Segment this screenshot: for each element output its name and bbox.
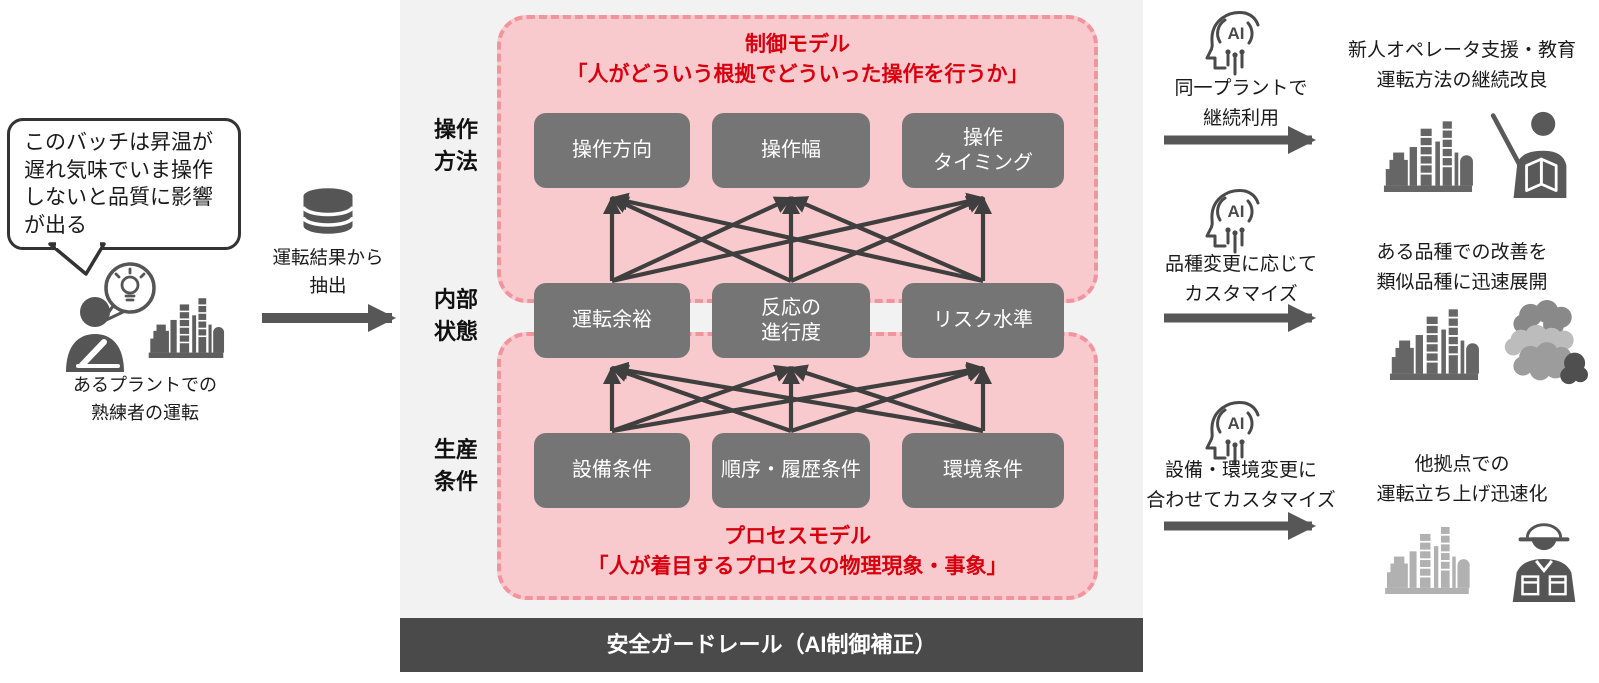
node-risk-level: リスク水準 (902, 283, 1064, 358)
expert-speech-bubble: このバッチは昇温が 遅れ気味でいま操作 しないと品質に影響 が出る (7, 118, 241, 250)
node-environment-conditions: 環境条件 (902, 433, 1064, 508)
process-model-title: プロセスモデル (724, 525, 871, 548)
helmet-icon (1525, 523, 1563, 538)
benefit-2-result: ある品種での改善を 類似品種に迅速展開 (1376, 242, 1548, 293)
node-operation-margin: 運転余裕 (534, 283, 690, 358)
source-caption: あるプラントでの 熟練者の運転 (73, 375, 217, 423)
node-operation-direction: 操作方向 (534, 113, 690, 188)
node-reaction-progress: 反応の進行度 (712, 283, 870, 358)
database-icon (301, 188, 355, 234)
row-label-internal-state: 内部 状態 (433, 287, 478, 344)
benefit-1-ai-label: 同一プラントで 継続利用 (1174, 78, 1308, 129)
process-model-subtitle: 「人が着目するプロセスの物理現象・事象」 (587, 555, 1008, 578)
row-label-production-conditions: 生産 条件 (433, 437, 478, 494)
polymer-icon (1504, 300, 1588, 385)
node-operation-timing: 操作タイミング (902, 113, 1064, 188)
ai-brain-icon (1200, 186, 1262, 254)
control-model-subtitle: 「人がどういう根拠でどういった操作を行うか」 (566, 63, 1029, 86)
operator-icon (66, 297, 124, 372)
teacher-icon (1490, 111, 1567, 198)
control-model-title: 制御モデル (745, 33, 850, 56)
benefit-2-ai-label: 品種変更に応じて カスタマイズ (1164, 254, 1317, 305)
ai-brain-icon (1200, 8, 1262, 76)
benefit-3-result: 他拠点での 運転立ち上げ迅速化 (1376, 454, 1548, 505)
node-equipment-conditions: 設備条件 (534, 433, 690, 508)
row-label-operation-method: 操作 方法 (433, 117, 478, 174)
engineer-icon (1512, 523, 1576, 602)
extract-label: 運転結果から 抽出 (272, 247, 384, 296)
safety-guardrail-bar: 安全ガードレール（AI制御補正） (400, 618, 1143, 672)
node-operation-width: 操作幅 (712, 113, 870, 188)
node-sequence-history-conditions: 順序・履歴条件 (712, 433, 870, 508)
benefit-1-result: 新人オペレータ支援・教育 運転方法の継続改良 (1347, 40, 1576, 91)
plant-buildings-icon (1378, 114, 1478, 192)
plant-buildings-icon (140, 292, 232, 358)
lightbulb-icon (114, 267, 146, 302)
operator-with-idea-icon (66, 262, 156, 372)
plant-buildings-light-icon (1376, 520, 1478, 594)
plant-buildings-icon (1384, 302, 1484, 380)
benefit-3-ai-label: 設備・環境変更に 合わせてカスタマイズ (1146, 460, 1336, 511)
speech-bubble-tail (48, 241, 106, 276)
